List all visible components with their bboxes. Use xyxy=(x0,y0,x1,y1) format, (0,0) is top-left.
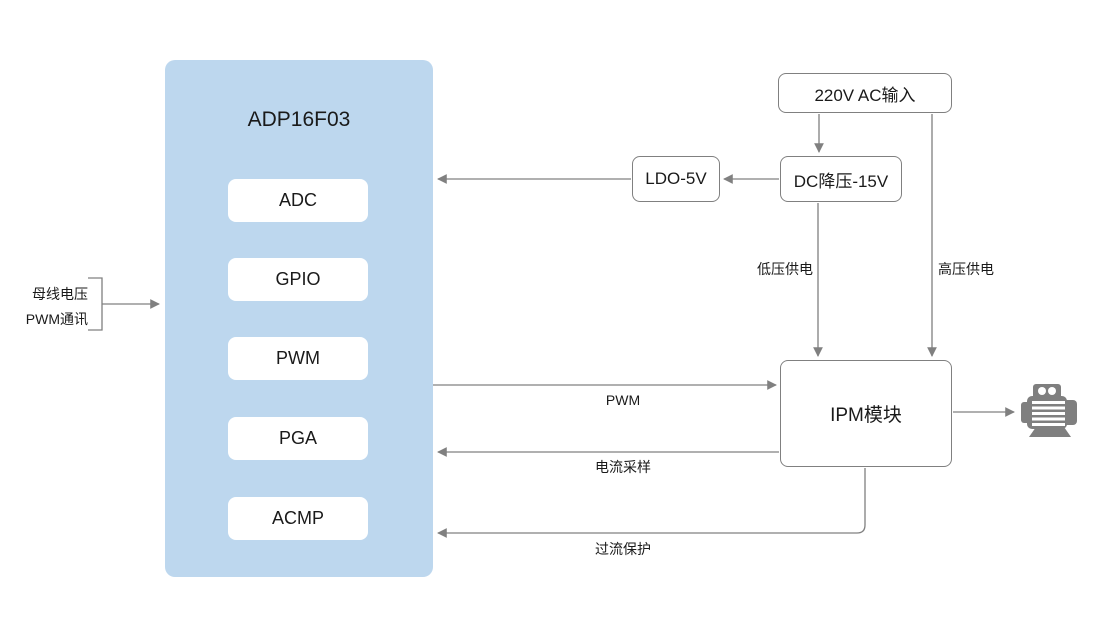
module-box-pwm: PWM xyxy=(228,337,368,380)
external-input-line1: 母线电压 xyxy=(32,286,88,302)
chip-block xyxy=(165,60,433,577)
external-input-label: 母线电压 PWM通讯 xyxy=(10,282,88,332)
node-ldo: LDO-5V xyxy=(632,156,720,202)
label-low-voltage: 低压供电 xyxy=(757,261,813,277)
label-overcurrent: 过流保护 xyxy=(595,541,651,557)
input-bracket xyxy=(88,277,103,331)
label-high-voltage: 高压供电 xyxy=(938,261,994,277)
node-dc-buck: DC降压-15V xyxy=(780,156,902,202)
node-ipm: IPM模块 xyxy=(780,360,952,467)
edge-ipm-to-chip-overcurrent xyxy=(437,468,866,538)
motor-icon xyxy=(1021,384,1077,437)
module-box-gpio: GPIO xyxy=(228,258,368,301)
module-box-adc: ADC xyxy=(228,179,368,222)
label-current-sample: 电流采样 xyxy=(595,459,651,475)
module-box-acmp: ACMP xyxy=(228,497,368,540)
module-box-pga: PGA xyxy=(228,417,368,460)
label-pwm: PWM xyxy=(605,392,641,408)
node-ac-input: 220V AC输入 xyxy=(778,73,952,113)
external-input-line2: PWM通讯 xyxy=(25,311,88,327)
chip-title: ADP16F03 xyxy=(247,108,351,131)
